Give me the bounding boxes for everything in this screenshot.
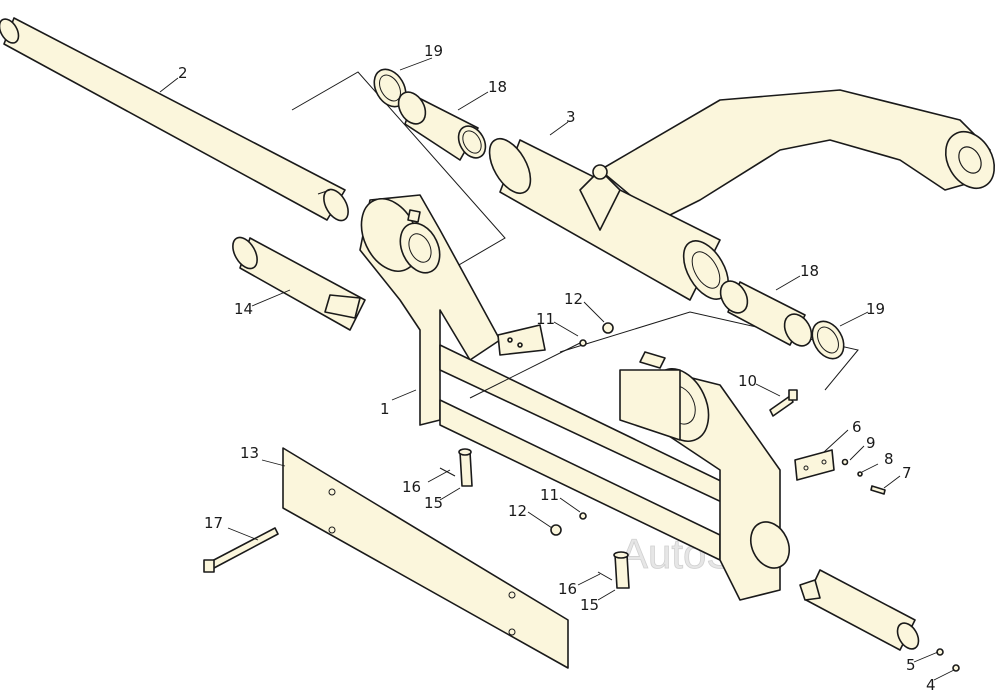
callout-13: 13 (240, 444, 259, 462)
callout-4: 4 (926, 676, 936, 694)
callout-18-lower: 18 (800, 262, 819, 280)
callout-3: 3 (566, 108, 576, 126)
part-14-pin (232, 236, 366, 331)
callout-16-upper: 16 (402, 478, 421, 496)
callout-18-upper: 18 (488, 78, 507, 96)
part-18-bushing-upper (397, 91, 487, 161)
callout-6: 6 (852, 418, 862, 436)
part-15-16-pin-upper (439, 448, 473, 487)
callout-8: 8 (884, 450, 894, 468)
callout-1: 1 (380, 400, 390, 418)
part-19-seal-lower (811, 320, 845, 360)
callout-14: 14 (234, 300, 253, 318)
callout-17: 17 (204, 514, 223, 532)
part-19-seal-upper (373, 68, 407, 108)
leader-lines (159, 57, 955, 681)
callout-11-upper: 11 (536, 310, 555, 328)
callout-7: 7 (902, 464, 912, 482)
callout-16-lower: 16 (558, 580, 577, 598)
callout-5: 5 (906, 656, 916, 674)
part-11-12-fasteners-lower (550, 512, 587, 536)
part-3-pedal-lever (488, 89, 996, 301)
callout-labels: 2 19 18 3 18 19 14 1 12 11 10 6 9 8 7 13… (178, 42, 936, 694)
part-1-frame (359, 194, 791, 601)
part-5-pin-lower (799, 569, 960, 672)
callout-2: 2 (178, 64, 188, 82)
callout-11-lower: 11 (540, 486, 559, 504)
part-18-bushing-lower (719, 280, 813, 347)
callout-10: 10 (738, 372, 757, 390)
part-2-shaft (0, 17, 349, 222)
callout-12-upper: 12 (564, 290, 583, 308)
part-17-bolt (203, 527, 279, 573)
part-10-bolt (769, 389, 798, 417)
callout-15-upper: 15 (424, 494, 443, 512)
callout-19-upper: 19 (424, 42, 443, 60)
part-13-plate (282, 447, 569, 669)
part-7-8-9-fasteners (841, 458, 886, 495)
callout-12-lower: 12 (508, 502, 527, 520)
callout-19-lower: 19 (866, 300, 885, 318)
part-15-16-pin-lower (597, 551, 630, 589)
part-11-12-fasteners-upper (469, 322, 614, 399)
callout-15-lower: 15 (580, 596, 599, 614)
callout-9: 9 (866, 434, 876, 452)
part-6-clamp-plate (794, 449, 835, 481)
